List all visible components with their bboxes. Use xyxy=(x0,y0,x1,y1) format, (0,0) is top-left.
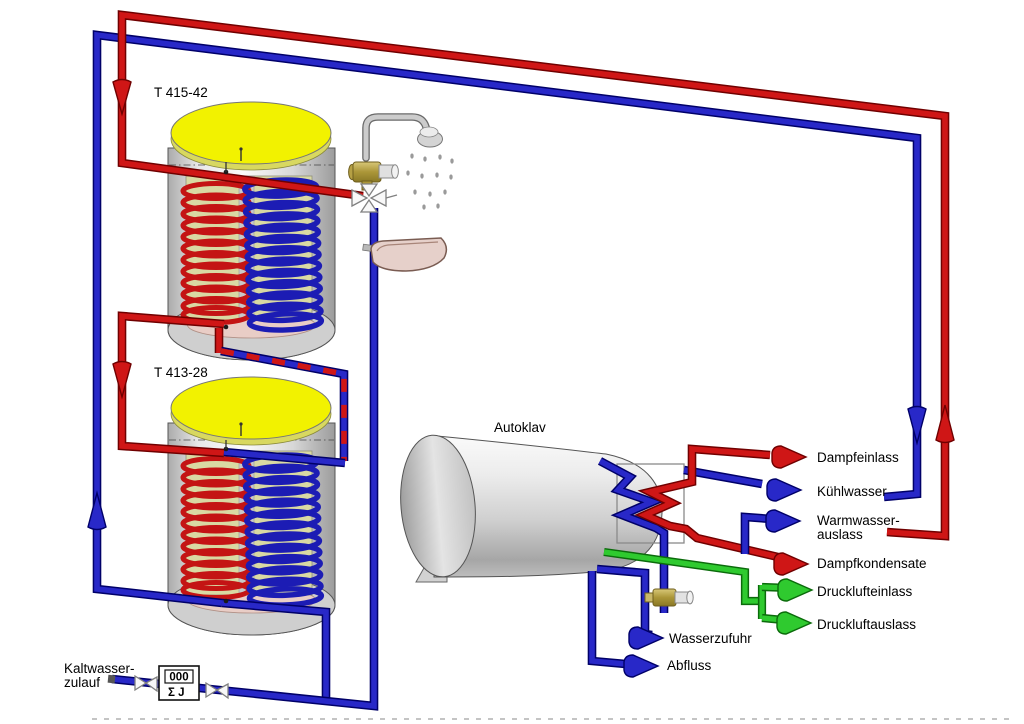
autoclave-head xyxy=(400,434,476,578)
drain-valve xyxy=(644,588,694,607)
dampfkondensate-label: Dampfkondensate xyxy=(817,556,927,571)
warmwasser-label-line1: Warmwasser- xyxy=(817,513,900,528)
flow-arrows xyxy=(87,78,955,531)
meter-unit: Σ J xyxy=(168,687,185,699)
drip-basin xyxy=(362,237,448,272)
wasserzufuhr-arrow xyxy=(628,626,664,650)
dampfeinlass-label: Dampfeinlass xyxy=(817,450,899,465)
port-pins xyxy=(223,162,229,604)
kaltwasser-fittings: 000 Σ J xyxy=(107,665,229,701)
tank2-label: T 413-28 xyxy=(154,365,208,380)
arrow-down-cold-right xyxy=(907,405,927,446)
wasserzufuhr-label: Wasserzufuhr xyxy=(669,631,752,646)
pipe-wasserzufuhr xyxy=(597,569,652,635)
drucklufteinlass-arrow xyxy=(777,578,813,602)
heat-exchanger-box xyxy=(616,463,685,544)
kuehlwasser-label: Kühlwasser xyxy=(817,484,887,499)
druckluftauslass-arrow xyxy=(776,611,812,635)
labels: T 415-42 T 413-28 Autoklav Dampfeinlass … xyxy=(64,85,927,690)
mixer-valve xyxy=(348,161,399,191)
water-meter: 000 Σ J xyxy=(158,665,200,701)
autoclave-label: Autoklav xyxy=(494,420,546,435)
shutoff-valve-1 xyxy=(134,674,158,693)
arrow-down-hot-tank1 xyxy=(112,78,132,117)
dampfeinlass-arrow xyxy=(771,445,807,469)
dampfkondensate-arrow xyxy=(773,552,809,576)
warmwasser-arrow xyxy=(765,509,801,533)
kuehlwasser-arrow xyxy=(766,478,802,502)
abfluss-label: Abfluss xyxy=(667,658,712,673)
autoclave-vessel xyxy=(400,434,663,583)
kaltwasser-label-line1: Kaltwasser- xyxy=(64,661,135,676)
tank1-label: T 415-42 xyxy=(154,85,208,100)
warmwasser-label-line2: auslass xyxy=(817,527,863,542)
meter-display: 000 xyxy=(169,672,188,684)
spray-droplets xyxy=(406,153,454,210)
pipe-abfluss xyxy=(592,571,648,666)
arrow-down-hot-tank2 xyxy=(112,360,132,400)
cross-valve xyxy=(351,183,398,213)
arrow-up-cold-left xyxy=(87,490,107,531)
kaltwasser-label-line2: zulauf xyxy=(64,675,100,690)
druckluftauslass-label: Druckluftauslass xyxy=(817,617,916,632)
drucklufteinlass-label: Drucklufteinlass xyxy=(817,584,913,599)
arrow-up-hot-right xyxy=(935,404,955,444)
shower-station xyxy=(348,113,454,213)
abfluss-arrow xyxy=(623,654,659,678)
shutoff-valve-2 xyxy=(205,681,229,700)
